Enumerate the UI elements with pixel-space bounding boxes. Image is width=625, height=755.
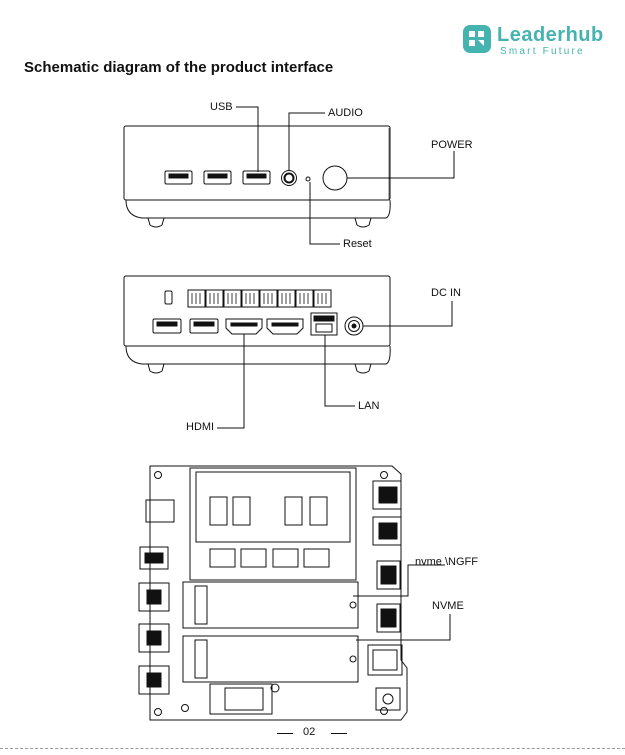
audio-jack-icon bbox=[282, 171, 297, 186]
reset-label: Reset bbox=[343, 238, 372, 250]
usb-label: USB bbox=[210, 101, 233, 113]
lan-label: LAN bbox=[358, 400, 379, 412]
hdmi-port-1 bbox=[226, 319, 262, 334]
power-button-icon bbox=[323, 166, 347, 190]
lan-port-icon bbox=[311, 313, 337, 335]
reset-callout-line bbox=[310, 182, 340, 244]
audio-label: AUDIO bbox=[328, 107, 363, 119]
page-number-rule-left bbox=[277, 733, 293, 734]
board-lan-connector bbox=[368, 645, 402, 675]
power-callout-line bbox=[347, 151, 454, 178]
rear-vent-grille bbox=[188, 290, 331, 307]
front-usb-port-1 bbox=[165, 171, 192, 184]
rear-usb-port-1 bbox=[153, 319, 181, 333]
board-left-connectors bbox=[139, 500, 174, 694]
nvme-ngff-label: nvme \NGFF bbox=[415, 556, 478, 568]
dc-in-label: DC IN bbox=[431, 287, 461, 299]
page-number: 02 bbox=[303, 726, 315, 738]
page-bottom-rule bbox=[0, 748, 625, 749]
nvme-label: NVME bbox=[432, 600, 464, 612]
page-number-rule-right bbox=[331, 733, 347, 734]
nvme-callout-line bbox=[356, 614, 450, 640]
dc-in-callout-line bbox=[363, 301, 452, 326]
power-label: POWER bbox=[431, 139, 473, 151]
m2-nvme-slot bbox=[183, 636, 358, 682]
reset-pinhole-icon bbox=[306, 177, 310, 181]
board-mounting-holes bbox=[155, 472, 388, 716]
kensington-lock-slot-icon bbox=[165, 291, 172, 304]
rear-usb-port-2 bbox=[190, 319, 218, 333]
hdmi-callout-line bbox=[217, 334, 244, 428]
usb-callout-line bbox=[236, 107, 258, 172]
front-usb-port-3 bbox=[243, 171, 270, 184]
audio-callout-line bbox=[289, 113, 325, 170]
ngff-callout-line bbox=[353, 565, 445, 596]
ram-sodimm-slot bbox=[190, 468, 356, 580]
board-usb-connectors bbox=[373, 481, 401, 545]
hdmi-port-2 bbox=[267, 319, 303, 334]
dc-in-jack-icon bbox=[345, 317, 363, 335]
board-dc-connector bbox=[376, 688, 400, 710]
m2-ngff-slot bbox=[183, 582, 358, 628]
hdmi-label: HDMI bbox=[186, 421, 214, 433]
front-usb-port-2 bbox=[204, 171, 231, 184]
board-bottom-chip bbox=[210, 684, 279, 714]
